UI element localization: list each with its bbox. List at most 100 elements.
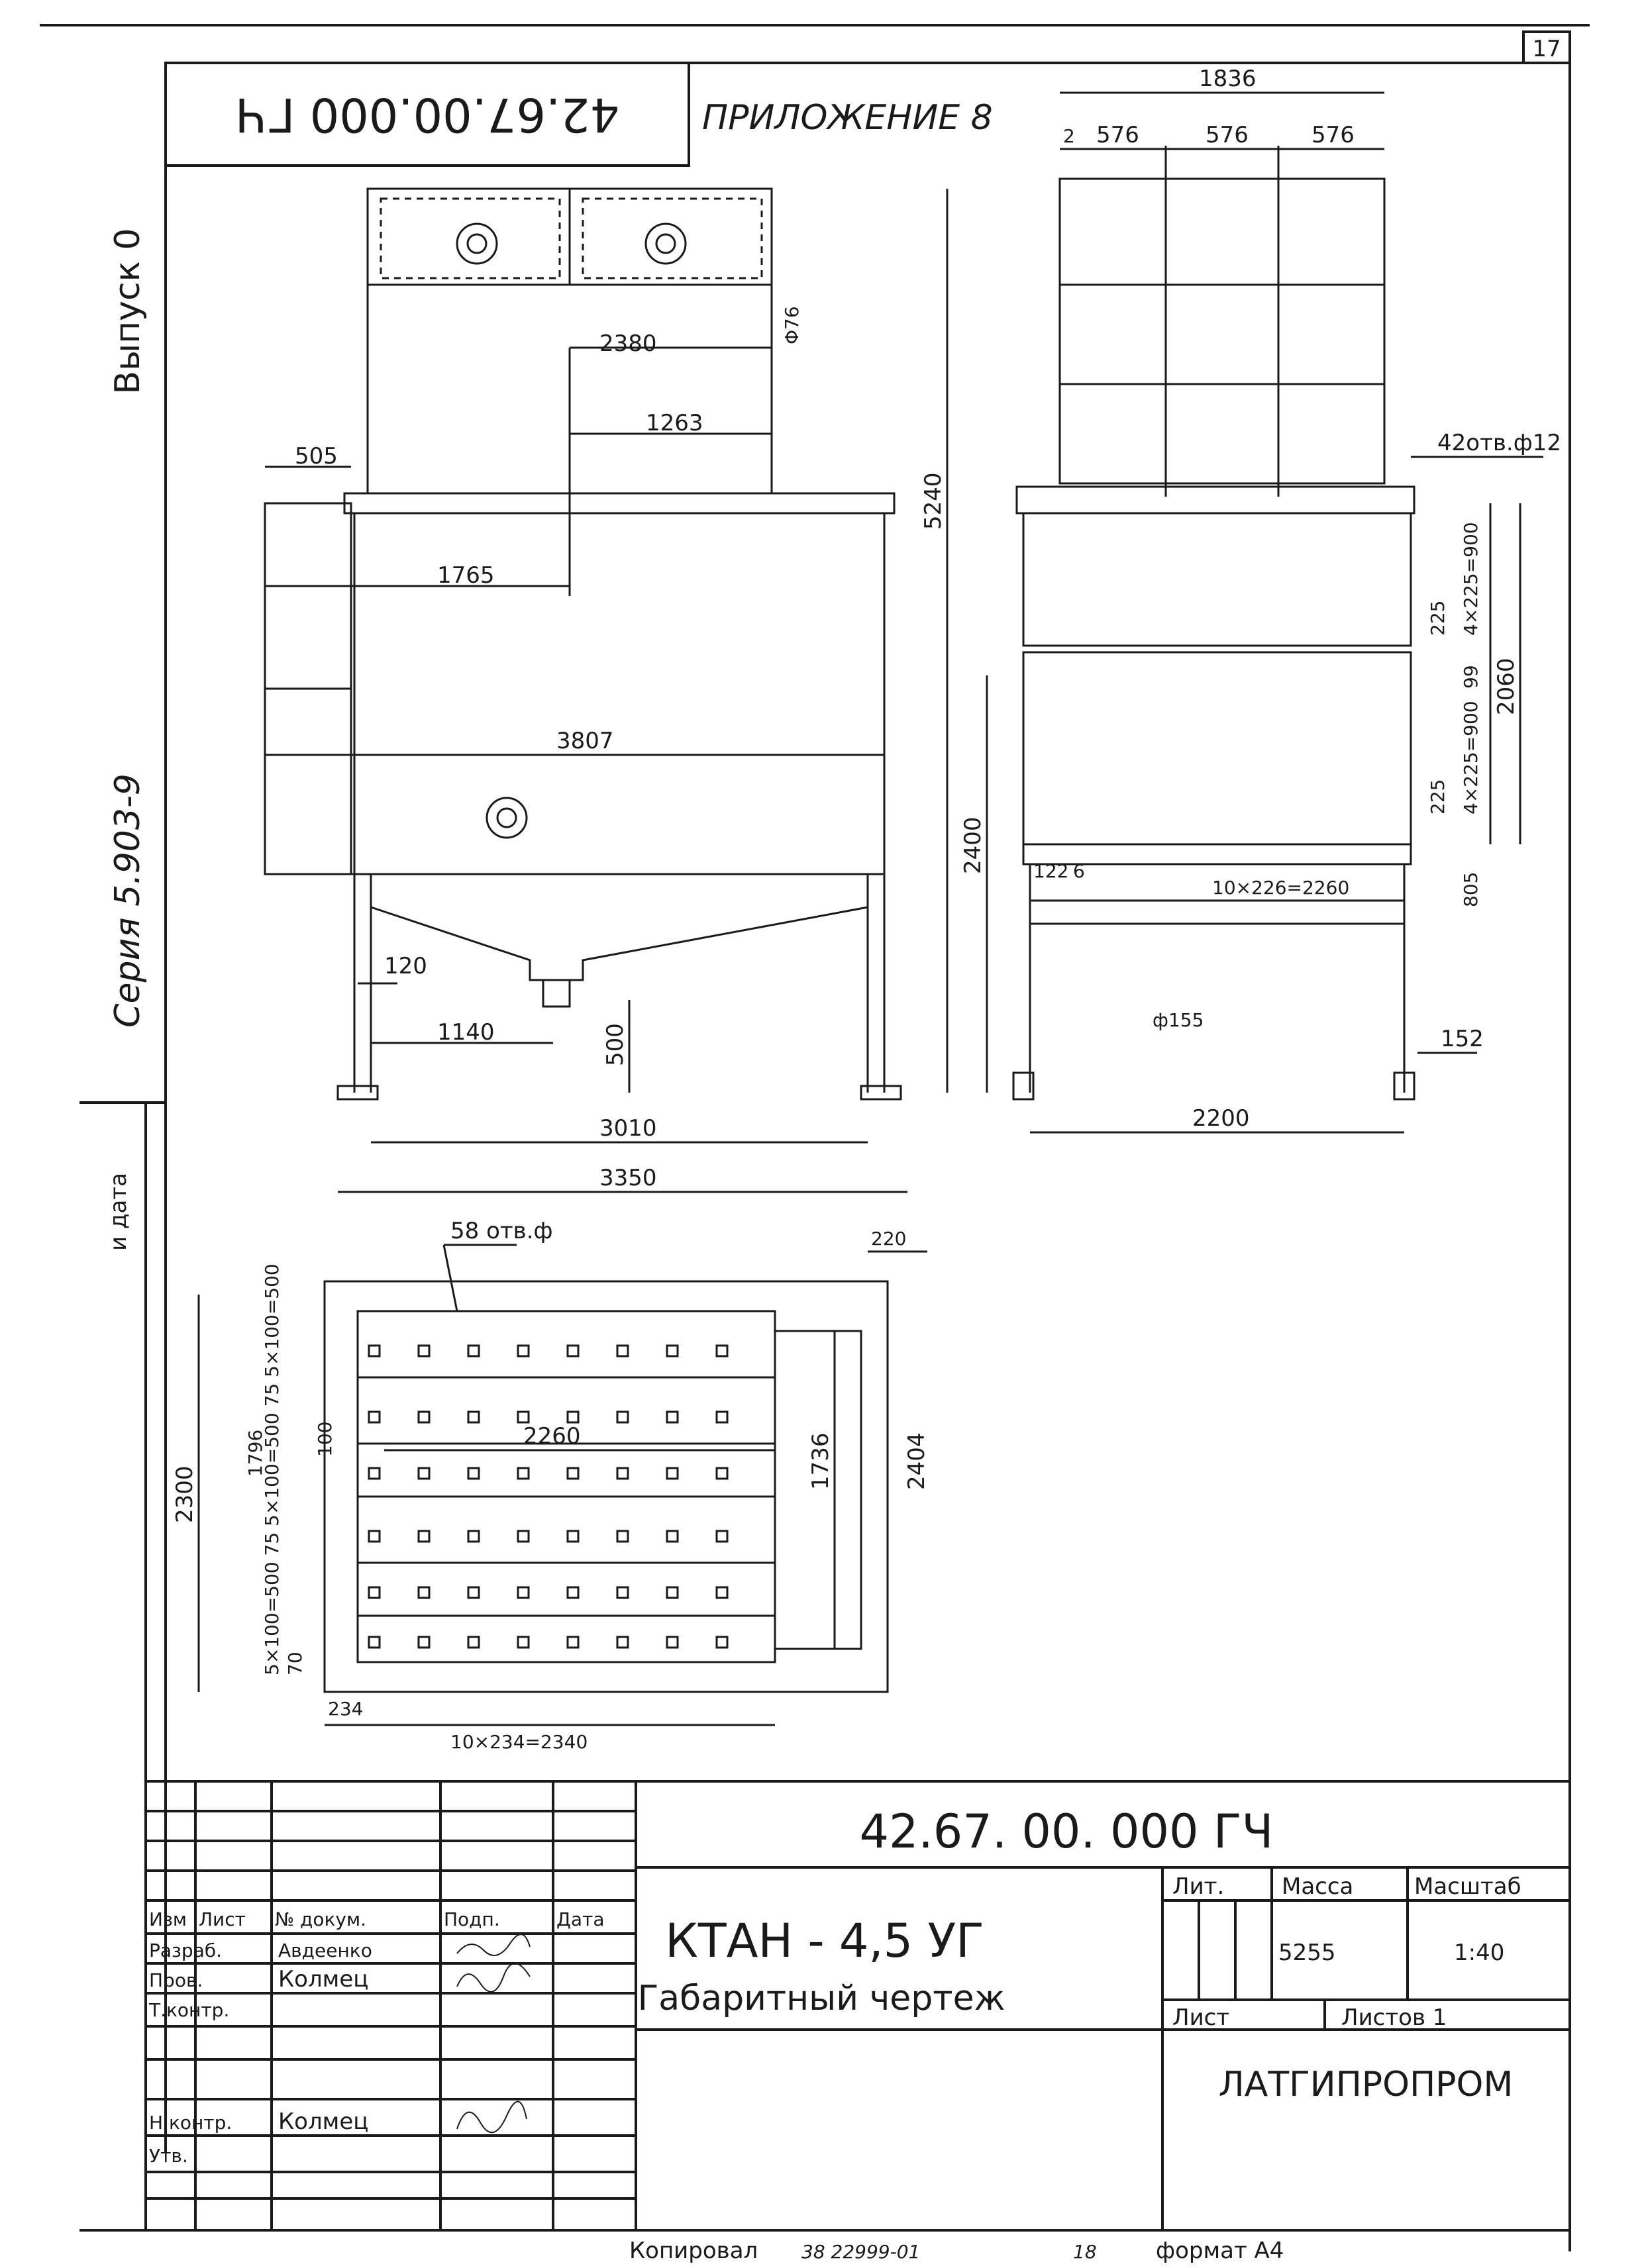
hole-mark: [467, 1530, 480, 1543]
role-nkontr: Н.контр.: [149, 2112, 232, 2134]
front-view: [264, 187, 949, 1193]
hole-mark: [715, 1344, 729, 1357]
dim-42-holes: 42отв.ф12: [1437, 430, 1561, 456]
hole-mark: [368, 1530, 381, 1543]
col-sign: Подп.: [444, 1908, 500, 1930]
hole-mark: [566, 1586, 580, 1599]
dim-2380: 2380: [599, 330, 657, 357]
role-prov: Пров.: [149, 1969, 203, 1991]
footer: Копировал 38 22999-01 18 формат А4: [629, 2238, 1284, 2264]
dim-225-bottom: 225: [1427, 779, 1449, 814]
hole-mark: [566, 1410, 580, 1424]
dim-576-b: 576: [1206, 122, 1249, 148]
dim-2200: 2200: [1192, 1105, 1250, 1132]
side-view: [986, 91, 1543, 1134]
dim-5240: 5240: [920, 472, 947, 530]
hole-mark: [616, 1467, 629, 1480]
hole-mark: [566, 1636, 580, 1649]
dim-left-chain: 5×100=500 75 5×100=500 75 5×100=500: [261, 1263, 283, 1675]
dim-58-holes: 58 отв.ф: [450, 1218, 553, 1244]
sheets-label: Листов 1: [1341, 2004, 1447, 2031]
dim-152: 152: [1441, 1026, 1484, 1052]
organization: ЛАТГИПРОПРОМ: [1219, 2065, 1514, 2104]
hole-mark: [566, 1467, 580, 1480]
hole-mark: [715, 1410, 729, 1424]
dim-576-a: 576: [1096, 122, 1139, 148]
format-label: формат А4: [1156, 2238, 1284, 2264]
dim-2260: 2260: [523, 1423, 581, 1450]
dim-220: 220: [871, 1228, 906, 1250]
scale-label: Масштаб: [1414, 1873, 1521, 1900]
dim-122: 122: [1033, 860, 1068, 882]
code-stamp-rotated: 42.67.00.000 ГЧ: [235, 87, 620, 142]
dim-1736: 1736: [807, 1432, 834, 1490]
hole-mark: [467, 1586, 480, 1599]
role-tkontr: Т.контр.: [148, 1999, 229, 2021]
dim-70: 70: [284, 1652, 306, 1675]
hole-mark: [666, 1410, 679, 1424]
hole-mark: [666, 1530, 679, 1543]
dim-2060: 2060: [1493, 658, 1519, 715]
hole-mark: [517, 1410, 530, 1424]
front-view-dimensions: 2380 1263 Φ76 505 1765 3807 5240 120 114…: [295, 306, 947, 1191]
hole-mark: [517, 1344, 530, 1357]
hole-mark: [715, 1467, 729, 1480]
dim-1765: 1765: [437, 562, 495, 589]
dim-pitch-2340: 10×234=2340: [450, 1731, 588, 1753]
appendix-label: ПРИЛОЖЕНИЕ 8: [702, 98, 993, 138]
copied-label: Копировал: [629, 2238, 758, 2264]
dim-6: 6: [1073, 860, 1085, 882]
title-block: 42.67. 00. 000 ГЧ КТАН - 4,5 УГ Габаритн…: [148, 1804, 1521, 2167]
hole-mark: [616, 1530, 629, 1543]
name-prov: Колмец: [278, 1966, 368, 1993]
dim-pitch-2260: 10×226=2260: [1212, 877, 1349, 899]
dim-stack-bottom: 4×225=900: [1460, 701, 1482, 814]
hole-mark: [517, 1467, 530, 1480]
col-doc: № докум.: [275, 1908, 366, 1930]
hole-mark: [368, 1467, 381, 1480]
margin-date-label: и дата: [105, 1173, 132, 1251]
hole-mark: [368, 1344, 381, 1357]
dim-805: 805: [1460, 872, 1482, 907]
doc-title: Габаритный чертеж: [638, 1979, 1005, 2018]
issue-label: Выпуск 0: [108, 228, 148, 394]
signatures: [456, 1934, 531, 2134]
hole-mark: [368, 1410, 381, 1424]
doc-number: 42.67. 00. 000 ГЧ: [859, 1804, 1273, 1859]
sheet-label: Лист: [1172, 2004, 1229, 2031]
hole-mark: [417, 1636, 431, 1649]
hole-mark: [715, 1586, 729, 1599]
hole-mark: [517, 1586, 530, 1599]
hole-mark: [666, 1586, 679, 1599]
dim-120: 120: [384, 953, 427, 979]
hole-mark: [417, 1344, 431, 1357]
hole-mark: [417, 1586, 431, 1599]
dim-2300: 2300: [172, 1465, 198, 1523]
role-razrab: Разраб.: [149, 1940, 222, 1961]
hole-mark: [467, 1636, 480, 1649]
dim-stack-top: 4×225=900: [1460, 522, 1482, 636]
hole-mark: [417, 1410, 431, 1424]
dim-505: 505: [295, 443, 338, 469]
hole-mark: [467, 1344, 480, 1357]
plan-view-holes: [368, 1344, 729, 1649]
dim-phi76: Φ76: [781, 306, 803, 344]
plan-view: [197, 1244, 927, 1726]
dim-2404: 2404: [903, 1432, 930, 1490]
hole-mark: [467, 1410, 480, 1424]
hole-mark: [616, 1410, 629, 1424]
hole-mark: [517, 1530, 530, 1543]
name-nkontr: Колмец: [278, 2108, 368, 2135]
copy-number: 38 22999-01: [801, 2241, 920, 2263]
hole-mark: [566, 1530, 580, 1543]
dim-2400: 2400: [960, 816, 986, 874]
dim-1796: 1796: [244, 1430, 266, 1477]
hole-mark: [666, 1636, 679, 1649]
dim-500: 500: [602, 1023, 629, 1066]
product-name: КТАН - 4,5 УГ: [665, 1914, 984, 1968]
hole-mark: [715, 1530, 729, 1543]
hole-mark: [368, 1636, 381, 1649]
hole-mark: [666, 1344, 679, 1357]
hole-mark: [417, 1467, 431, 1480]
mass-label: Масса: [1282, 1873, 1353, 1900]
